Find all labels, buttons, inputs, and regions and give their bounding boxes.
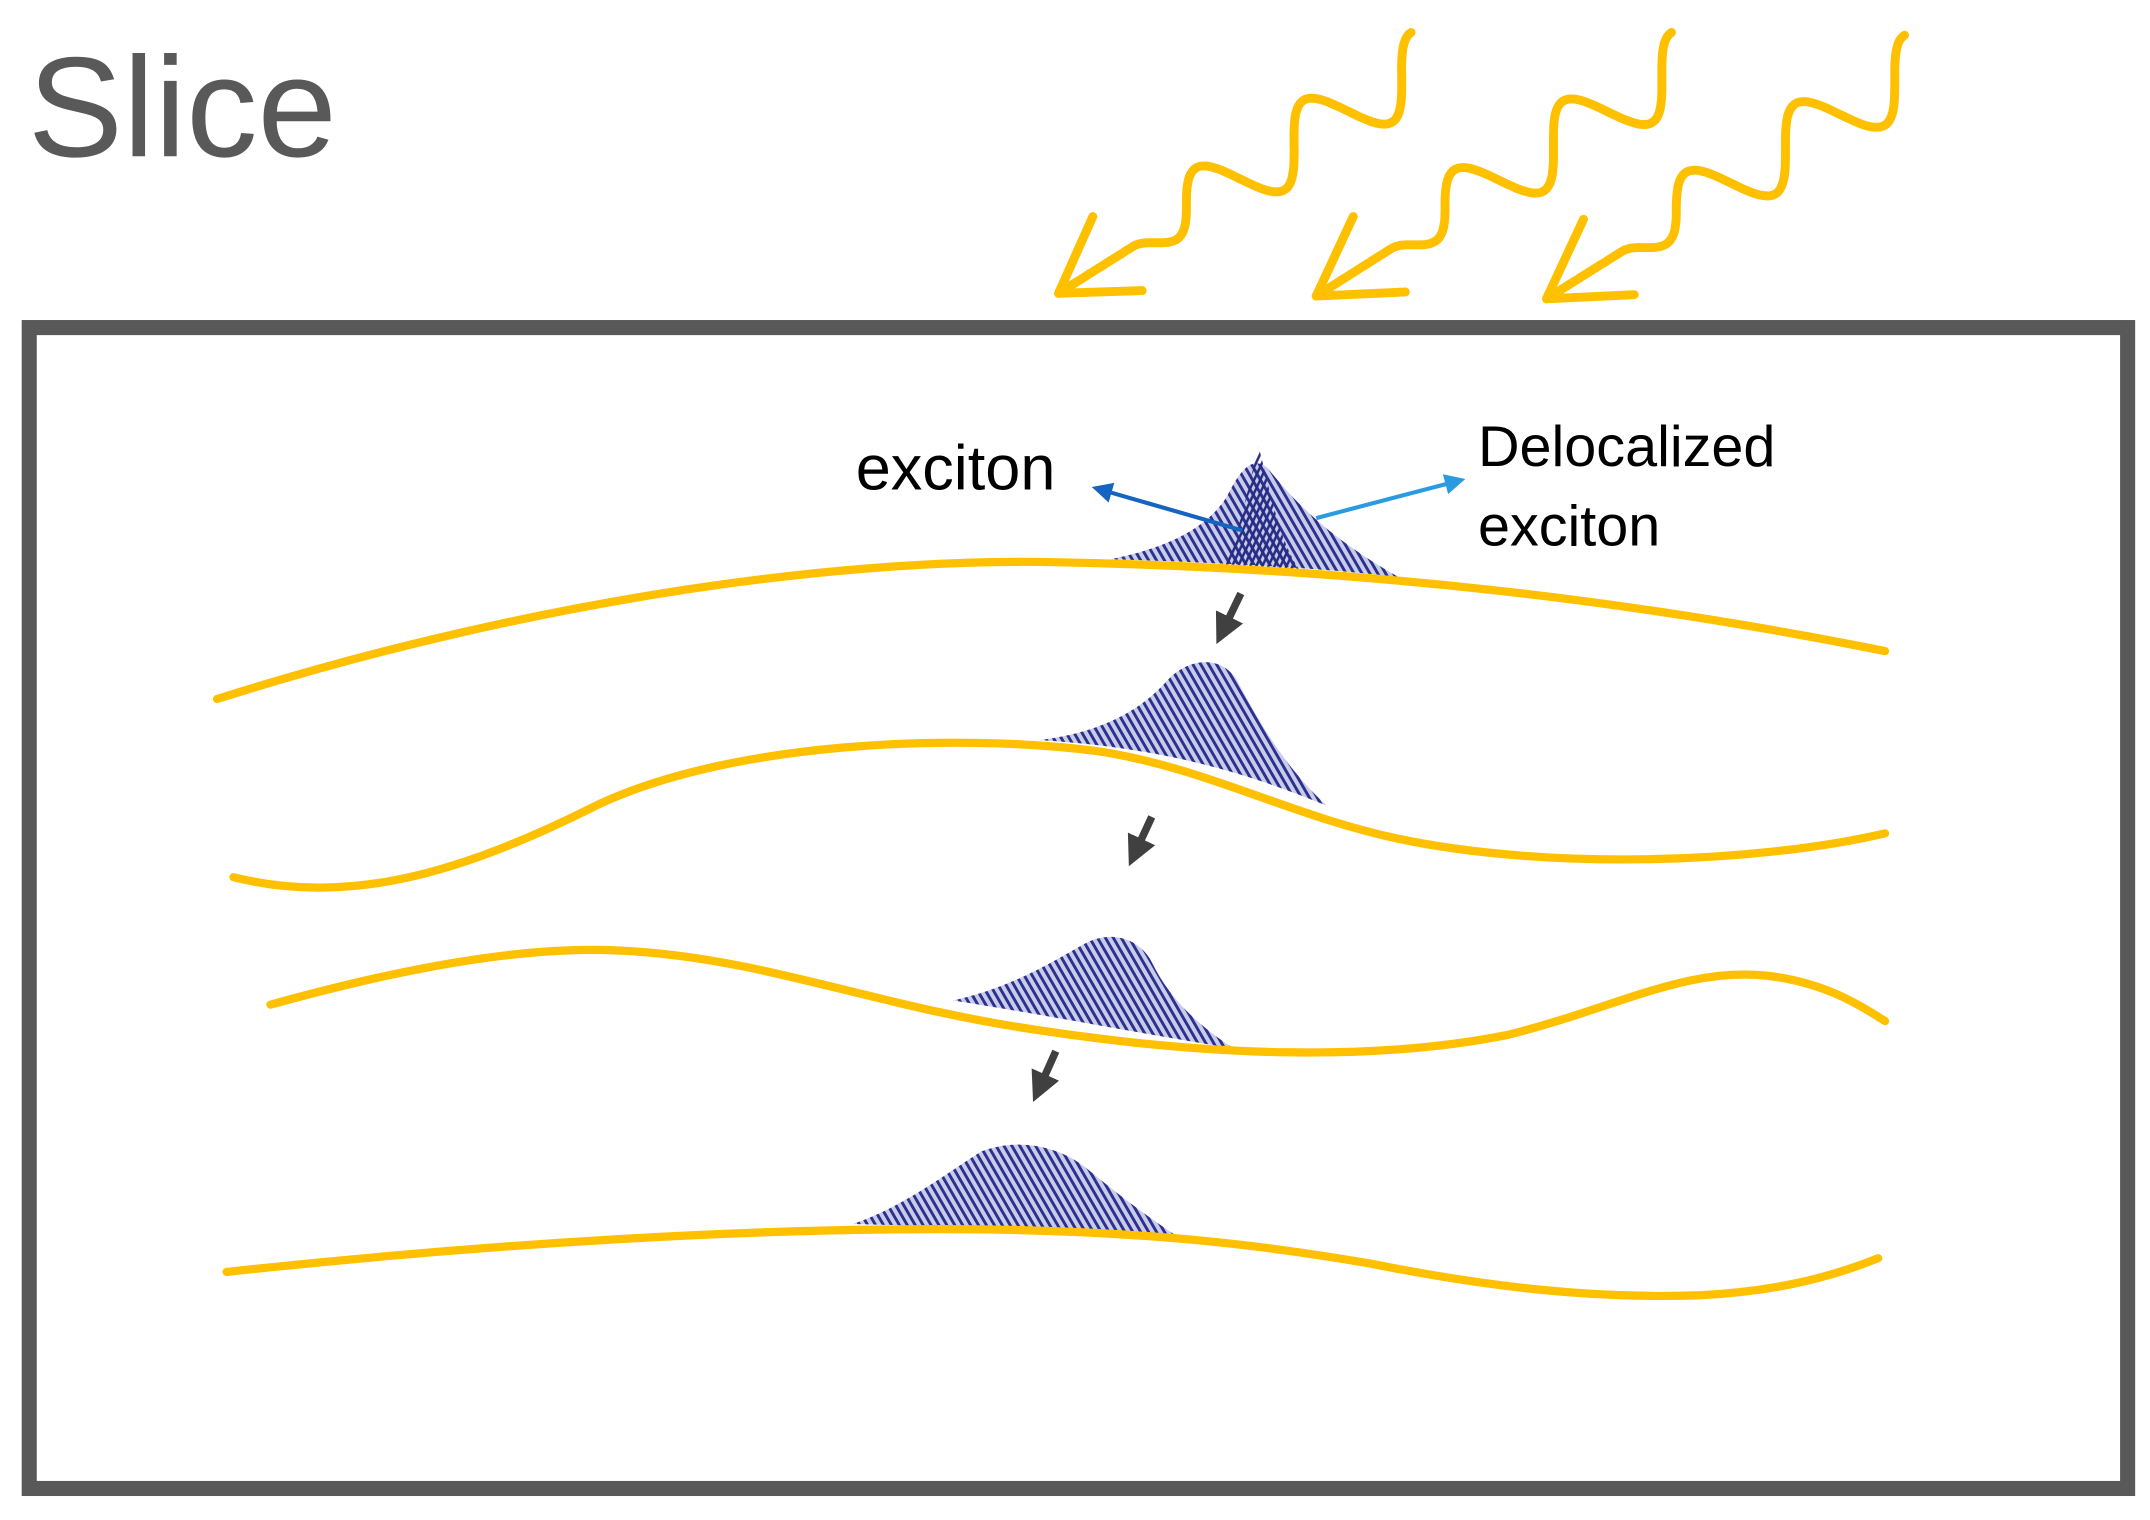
exciton-density — [1224, 446, 1300, 571]
photon-wave — [1311, 28, 1676, 301]
transfer-arrow — [1031, 1049, 1060, 1103]
exciton-density — [953, 936, 1234, 1049]
photon-wave — [1054, 28, 1416, 298]
exciton-label-arrow — [1091, 482, 1243, 533]
photon-arrowhead — [1054, 212, 1147, 298]
delocalized-exciton-label-line2: exciton — [1478, 495, 1660, 559]
photon-group — [1054, 28, 1909, 304]
polymer-chain — [222, 1225, 1883, 1301]
polymer-chain — [229, 738, 1890, 892]
polymer-chain — [212, 557, 1890, 704]
photon-arrowhead — [1542, 214, 1639, 304]
transfer-arrow — [1127, 815, 1156, 867]
diagram-title: Slice — [28, 28, 337, 187]
delocalized-exciton-label-arrow — [1315, 474, 1466, 521]
slice-frame — [21, 320, 2136, 1497]
exciton-density — [1039, 662, 1328, 806]
delocalized-exciton-label-line1: Delocalized — [1478, 415, 1776, 479]
photon-wave — [1542, 30, 1909, 304]
photon-arrowhead — [1311, 212, 1410, 301]
exciton-label: exciton — [856, 433, 1056, 503]
transfer-arrow — [1215, 591, 1245, 645]
polymer-chain — [266, 945, 1890, 1057]
exciton-density — [852, 1144, 1180, 1238]
